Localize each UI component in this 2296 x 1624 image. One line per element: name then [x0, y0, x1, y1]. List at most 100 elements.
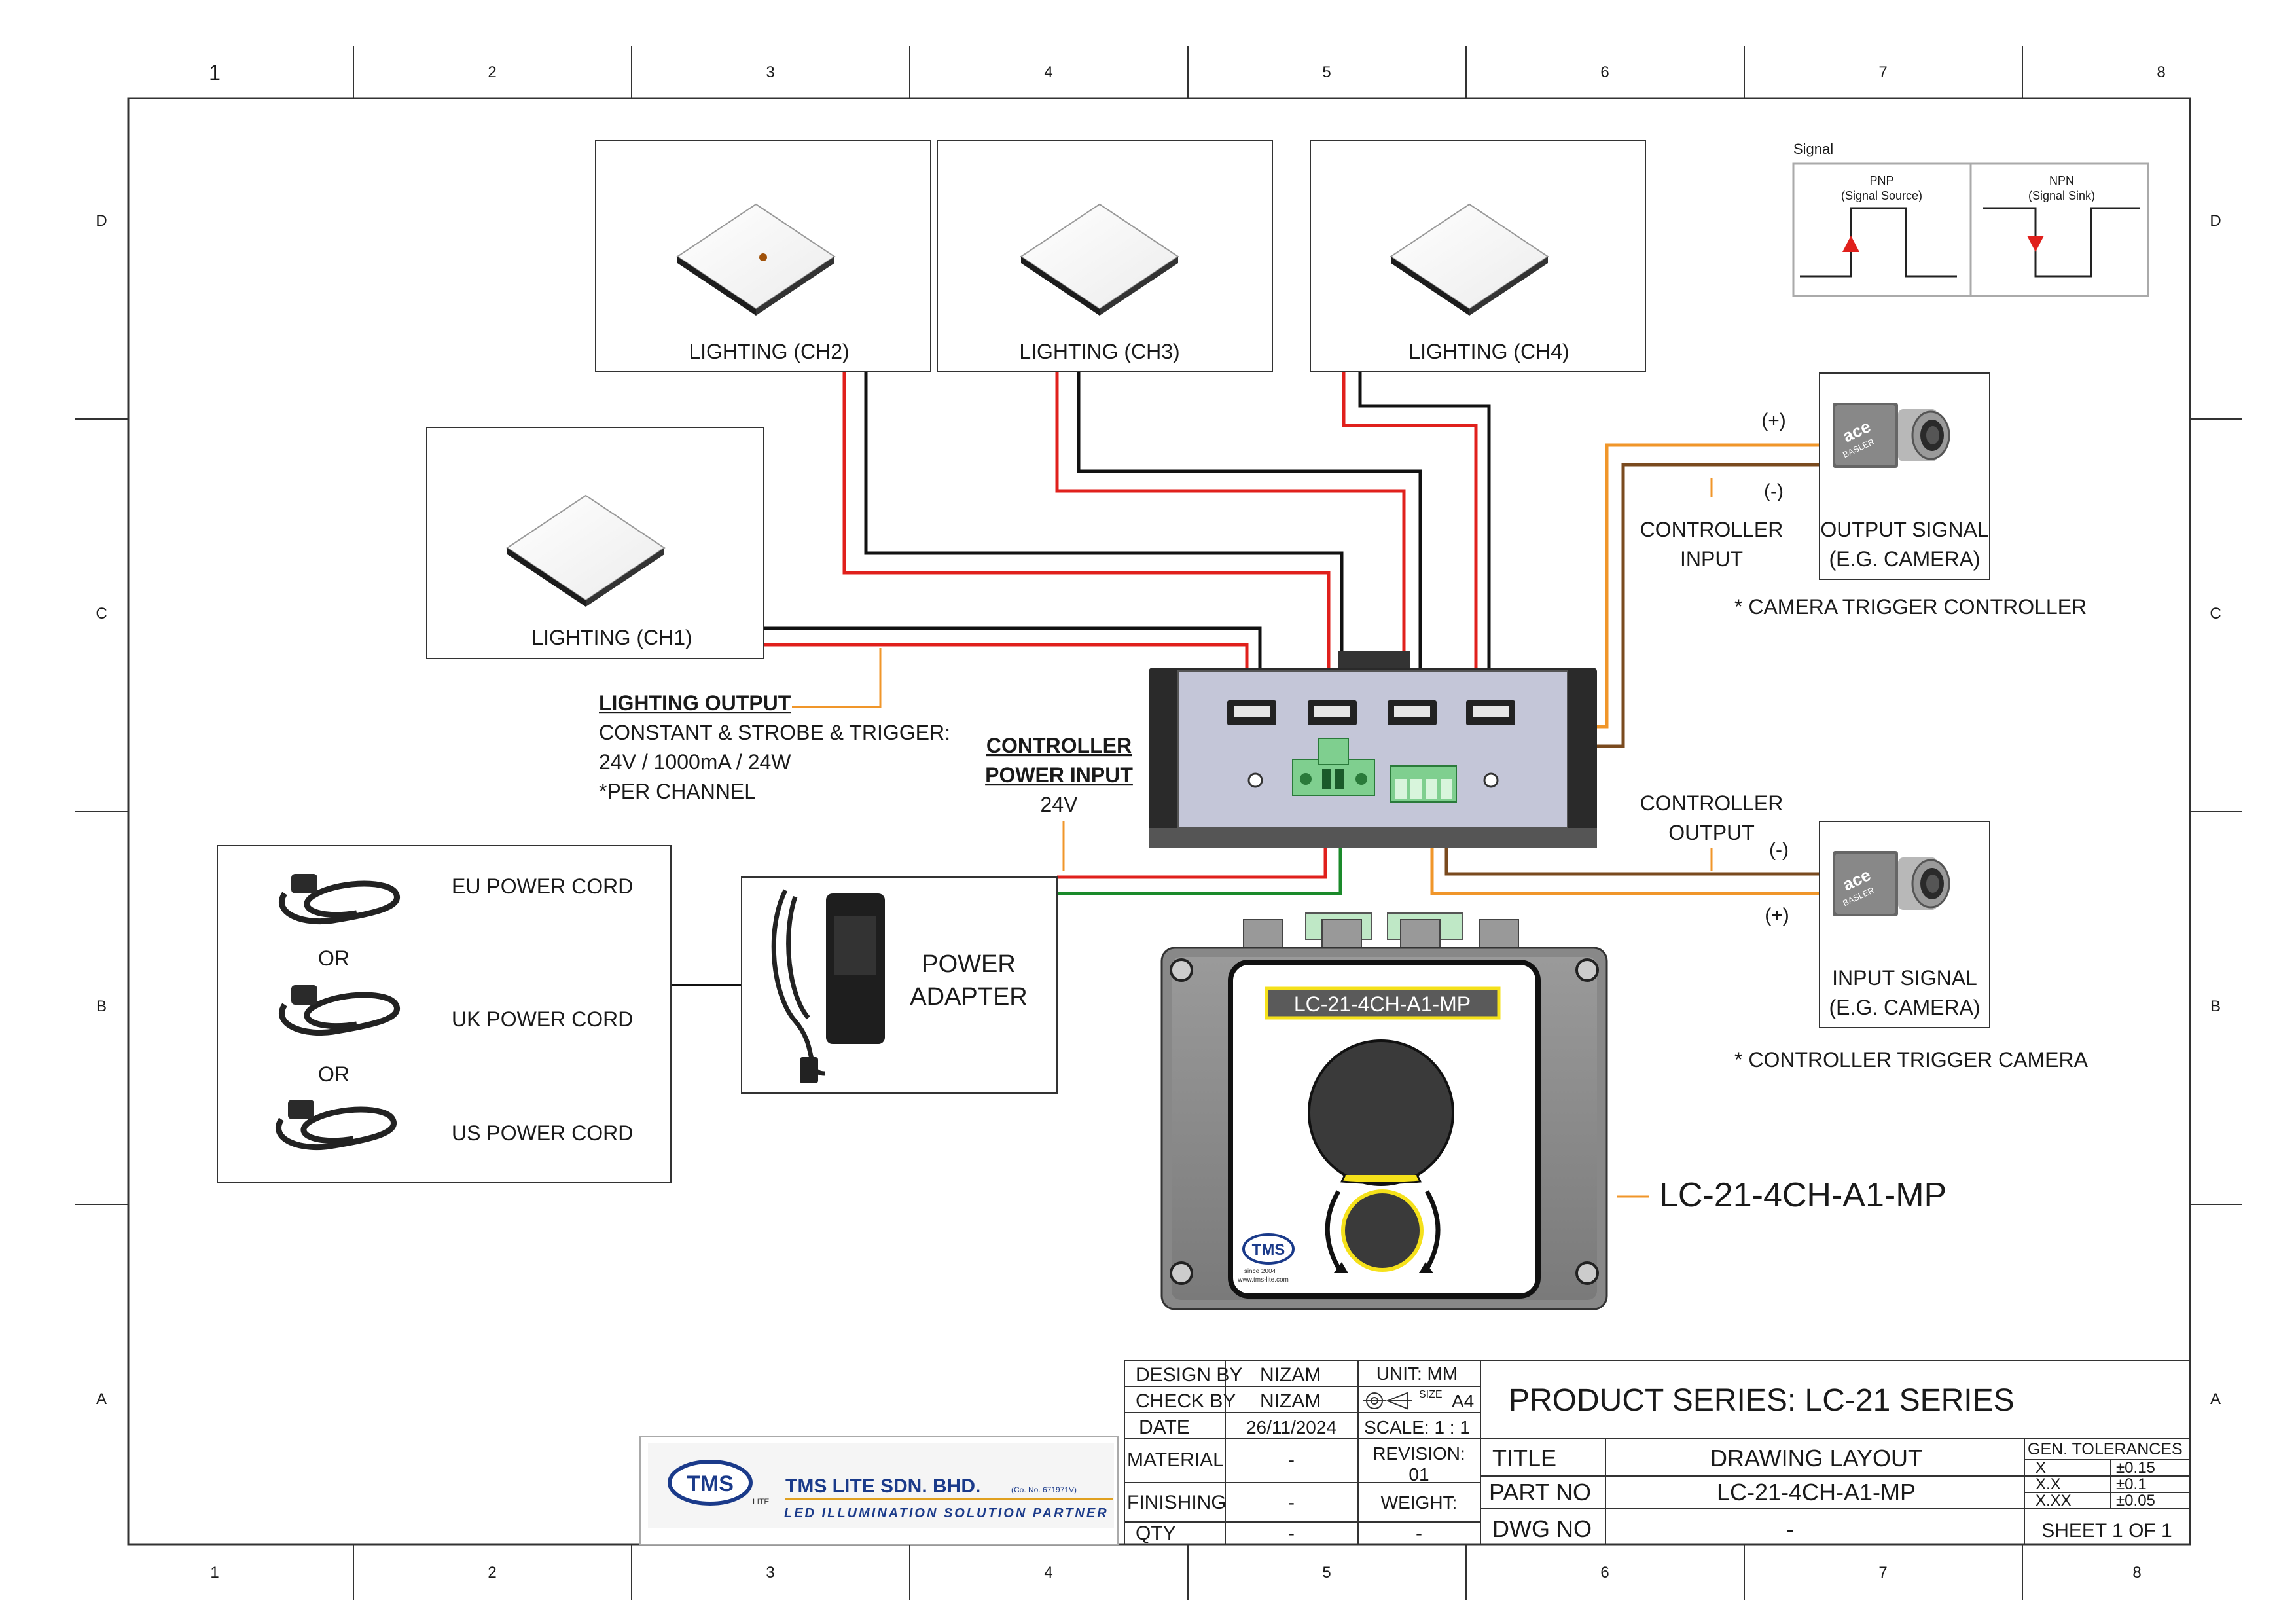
tb-sheet: SHEET 1 OF 1 [2041, 1520, 2172, 1542]
wire-ch2-black [864, 372, 1344, 704]
model-label-text: LC-21-4CH-A1-MP [1294, 992, 1471, 1016]
tb-weight-label: WEIGHT: [1381, 1492, 1458, 1513]
svg-text:www.tms-lite.com: www.tms-lite.com [1237, 1276, 1289, 1284]
controller-power-input-spec: CONTROLLER POWER INPUT 24V [985, 734, 1133, 816]
camera-top-line2: (E.G. CAMERA) [1829, 547, 1980, 571]
cpi-line2: POWER INPUT [985, 763, 1133, 787]
adjust-knob [1341, 1189, 1424, 1272]
zone-col-5-bottom: 5 [1322, 1564, 1331, 1581]
power-adapter-line2: ADAPTER [910, 983, 1027, 1011]
lighting-ch3-label: LIGHTING (CH3) [1019, 340, 1179, 363]
signal-title: Signal [1793, 141, 1833, 157]
zone-col-2-bottom: 2 [488, 1564, 496, 1581]
svg-text:since 2004: since 2004 [1244, 1268, 1276, 1275]
tb-unit: UNIT: MM [1376, 1363, 1458, 1384]
company-reg: (Co. No. 671971V) [1011, 1485, 1077, 1494]
tb-tol-v-1: ±0.1 [2116, 1475, 2147, 1493]
tb-size-label: SIZE [1419, 1389, 1443, 1400]
pnp-arrow-icon [1842, 236, 1859, 252]
npn-sub: (Signal Sink) [2028, 189, 2095, 202]
wire-ch3-black [1077, 372, 1422, 704]
company-tagline: LED ILLUMINATION SOLUTION PARTNER [784, 1506, 1109, 1521]
tb-tol-v-2: ±0.05 [2116, 1492, 2155, 1509]
tb-product-series: PRODUCT SERIES: LC-21 SERIES [1509, 1383, 2015, 1418]
npn-title: NPN [2049, 174, 2074, 187]
tb-check-by-label: CHECK BY [1136, 1390, 1236, 1412]
model-label-plate [1265, 986, 1501, 1020]
camera-bottom-minus: (-) [1769, 839, 1789, 861]
main-knob [1308, 1039, 1454, 1186]
tb-title-label: TITLE [1492, 1445, 1556, 1471]
camera-top-minus: (-) [1764, 480, 1784, 502]
camera-bottom-icon: ace BASLER [1831, 850, 1950, 918]
zone-col-8-top: 8 [2157, 63, 2165, 81]
tb-qty-label: QTY [1136, 1523, 1176, 1544]
connector-ch2 [1308, 700, 1357, 725]
camera-top-note: * CAMERA TRIGGER CONTROLLER [1734, 595, 2087, 619]
signal-legend: Signal PNP (Signal Source) NPN (Signal S… [1792, 141, 2149, 297]
wire-ch4-red [1342, 372, 1478, 704]
tb-tol-k-0: X [2036, 1459, 2046, 1477]
signal-terminal [1390, 765, 1457, 803]
tb-check-by: NIZAM [1260, 1390, 1321, 1412]
camera-top-plus: (+) [1761, 410, 1786, 431]
rotate-arrow-right-icon [1423, 1190, 1441, 1272]
company-block: TMS LITE TMS LITE SDN. BHD. (Co. No. 671… [639, 1436, 1119, 1545]
zone-row-d-right: D [2210, 212, 2221, 230]
pnp-sub: (Signal Source) [1841, 189, 1922, 202]
leader-lines [792, 478, 1713, 1198]
zone-row-a-left: A [96, 1390, 107, 1408]
tb-dwg-no: - [1786, 1515, 1794, 1542]
pnp-waveform [1800, 207, 1957, 278]
wire-ch4-black [1358, 372, 1491, 704]
wire-ch3-red [1055, 372, 1406, 704]
zone-row-b-right: B [2210, 998, 2221, 1015]
company-name: TMS LITE SDN. BHD. [785, 1475, 980, 1497]
or-label-1: OR [318, 947, 350, 970]
tb-finishing: - [1288, 1492, 1295, 1513]
lighting-ch1-label: LIGHTING (CH1) [531, 626, 692, 649]
tb-title: DRAWING LAYOUT [1710, 1445, 1922, 1471]
tb-scale: SCALE: 1 : 1 [1364, 1417, 1470, 1437]
tb-dwg-no-label: DWG NO [1492, 1515, 1592, 1542]
power-adapter-icon [771, 889, 885, 1083]
controller-top-view [1149, 651, 1597, 848]
controller-output-line2: OUTPUT [1668, 821, 1755, 844]
or-label-2: OR [318, 1062, 350, 1086]
lighting-output-spec: LIGHTING OUTPUT CONSTANT & STROBE & TRIG… [599, 691, 950, 803]
zone-col-6-top: 6 [1600, 63, 1609, 81]
lighting-output-line2: 24V / 1000mA / 24W [599, 750, 791, 774]
lighting-ch3-box: LIGHTING (CH3) [937, 140, 1273, 372]
tb-finishing-label: FINISHING [1127, 1492, 1227, 1513]
camera-bottom-box: ace BASLER INPUT SIGNAL (E.G. CAMERA) [1819, 821, 1990, 1028]
camera-bottom-line2: (E.G. CAMERA) [1829, 996, 1980, 1019]
tb-material: - [1288, 1449, 1295, 1471]
controller-output-line1: CONTROLLER [1640, 791, 1784, 815]
tb-part-no: LC-21-4CH-A1-MP [1717, 1479, 1916, 1506]
cpi-voltage: 24V [1041, 793, 1079, 816]
controller-input-line1: CONTROLLER [1640, 518, 1784, 541]
status-led [759, 253, 767, 261]
title-block [1124, 1360, 2191, 1545]
zone-col-4-top: 4 [1044, 63, 1052, 81]
connector-ch4 [1466, 700, 1515, 725]
tb-tol-k-1: X.X [2036, 1475, 2061, 1493]
tb-part-no-label: PART NO [1489, 1479, 1591, 1506]
zone-col-7-bottom: 7 [1878, 1564, 1887, 1581]
tb-design-by-label: DESIGN BY [1136, 1364, 1242, 1386]
tb-qty: - [1288, 1523, 1295, 1544]
zone-row-c-left: C [96, 605, 107, 623]
camera-top-line1: OUTPUT SIGNAL [1820, 518, 1988, 541]
zone-col-8-bottom: 8 [2132, 1564, 2141, 1581]
svg-text:LITE: LITE [753, 1497, 769, 1506]
zone-col-6-bottom: 6 [1600, 1564, 1609, 1581]
connector-ch1 [1227, 700, 1276, 725]
tb-tol-k-2: X.XX [2036, 1492, 2072, 1509]
tb-tol-title: GEN. TOLERANCES [2028, 1440, 2183, 1458]
connector-ch3 [1388, 700, 1437, 725]
rotate-arrow-left-icon [1325, 1190, 1342, 1272]
tb-design-by: NIZAM [1260, 1364, 1321, 1386]
svg-text:TMS: TMS [1252, 1241, 1285, 1259]
lighting-ch4-box: LIGHTING (CH4) [1310, 140, 1646, 372]
tb-date-label: DATE [1139, 1416, 1190, 1438]
